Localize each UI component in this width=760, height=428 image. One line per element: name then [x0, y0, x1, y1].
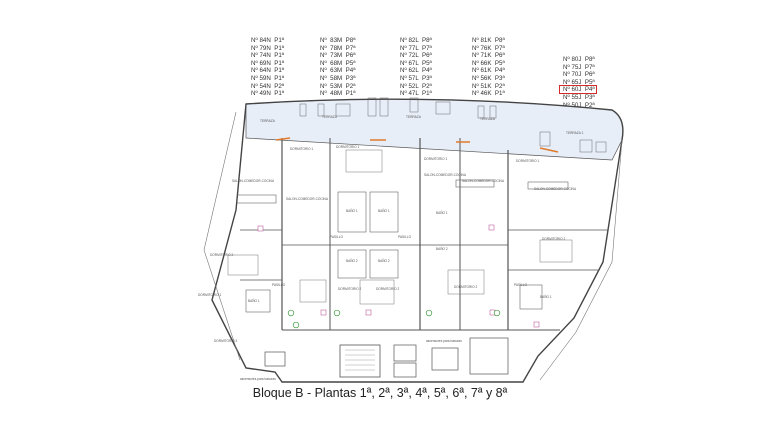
- unit-entry: Nº 46K P1ª: [472, 90, 505, 98]
- label-pasillo-m: PASILLO: [330, 235, 344, 239]
- label-salon-k: SALON-COMEDOR-COCINA: [462, 179, 505, 183]
- unit-entry: Nº 62L P4ª: [400, 67, 432, 75]
- unit-entry: Nº 66K P5ª: [472, 59, 505, 67]
- unit-entry: Nº 69N P1ª: [251, 59, 285, 67]
- plan-caption: Bloque B - Plantas 1ª, 2ª, 3ª, 4ª, 5ª, 6…: [252, 386, 508, 400]
- unit-entry: Nº 77L P7ª: [400, 44, 432, 52]
- selected-unit-highlight: [559, 85, 597, 94]
- label-terraza-1: TERRAZA 1: [566, 131, 584, 135]
- west-balcony-edge: [203, 111, 241, 361]
- label-salon-n: SALON-COMEDOR-COCINA: [232, 179, 275, 183]
- unit-entry: Nº 56K P3ª: [472, 74, 505, 82]
- label-dormitorio-2-l: DORMITORIO 2: [376, 287, 400, 291]
- unit-entry: Nº 76K P7ª: [472, 44, 505, 52]
- unit-entry: Nº 57L P3ª: [400, 74, 432, 82]
- label-salon-m: SALON-COMEDOR-COCINA: [286, 197, 329, 201]
- unit-entry: Nº 61K P4ª: [472, 67, 505, 75]
- unit-entry: Nº 81K P8ª: [472, 37, 505, 44]
- building-outline: [211, 98, 624, 383]
- unit-entry: Nº 71K P6ª: [472, 52, 505, 60]
- label-salon-l: SALON-COMEDOR-COCINA: [424, 173, 467, 177]
- unit-entry: Nº 72L P6ª: [400, 52, 432, 60]
- unit-entry: Nº 84N P1ª: [251, 37, 285, 44]
- label-bano-1-l: BAÑO 1: [378, 208, 390, 213]
- label-bano-1-n: BAÑO 1: [248, 298, 260, 303]
- stair-core: [264, 337, 509, 378]
- label-bano-2-k: BAÑO 2: [436, 246, 448, 251]
- label-dormitorio-3-n: DORMITORIO 3: [214, 339, 238, 343]
- label-dormitorio-1-l: DORMITORIO 1: [336, 145, 360, 149]
- unit-entry: Nº 49N P1ª: [251, 90, 285, 98]
- unit-entry: Nº 78M P7ª: [320, 44, 356, 52]
- label-dormitorio-1-j: DORMITORIO 1: [516, 159, 540, 163]
- label-dormitorio-2-k: DORMITORIO 2: [454, 285, 478, 289]
- label-pasillo-j: PASILLO: [514, 283, 528, 287]
- unit-entry: Nº 83M P8ª: [320, 37, 356, 44]
- unit-entry: Nº 82L P8ª: [400, 37, 432, 44]
- unit-entry: Nº 73M P6ª: [320, 52, 356, 60]
- label-dormitorio-1-n: DORMITORIO 1: [198, 293, 222, 297]
- unit-entry: Nº 79N P1ª: [251, 44, 285, 52]
- unit-entry: Nº 58M P3ª: [320, 74, 356, 82]
- label-dormitorio-1-m: DORMITORIO 1: [290, 147, 314, 151]
- label-salon-j: SALON-COMEDOR-COCINA: [534, 187, 577, 191]
- unit-entry: Nº 54N P2ª: [251, 82, 285, 90]
- label-dormitorio-2-n: DORMITORIO 2: [210, 253, 234, 257]
- unit-entry: Nº 55J P3ª: [563, 93, 595, 101]
- unit-entry: Nº 52L P2ª: [400, 82, 432, 90]
- accessibility-markers: [257, 224, 540, 329]
- unit-entry: Nº 75J P7ª: [563, 63, 595, 71]
- unit-entry: Nº 68M P5ª: [320, 59, 356, 67]
- unit-entry: Nº 51K P2ª: [472, 82, 505, 90]
- label-pasillo-l: PASILLO: [398, 235, 412, 239]
- label-bano-1-j: BAÑO 1: [540, 294, 552, 299]
- room-labels: TERRAZA TERRAZA TERRAZA TERRAZA TERRAZA …: [198, 115, 584, 381]
- unit-entry: Nº 74N P1ª: [251, 52, 285, 60]
- unit-entry: Nº 59N P1ª: [251, 74, 285, 82]
- label-pasillo-n: PASILLO: [272, 283, 286, 287]
- unit-entry: Nº 50J P2ª: [563, 101, 595, 109]
- unit-entry: Nº 60J P4ª: [563, 86, 595, 94]
- label-dormitorio-1-k: DORMITORIO 1: [424, 157, 448, 161]
- label-ascensores-basuras-2: ascensores para basuras: [240, 377, 276, 381]
- door-marks: [275, 137, 559, 153]
- label-dormitorio-2-m: DORMITORIO 2: [338, 287, 362, 291]
- unit-entry: Nº 53M P2ª: [320, 82, 356, 90]
- east-balcony-edge: [539, 139, 623, 381]
- unit-entry: Nº 70J P6ª: [563, 71, 595, 79]
- label-bano-1-k: BAÑO 1: [436, 210, 448, 215]
- terrace-furniture: [299, 97, 607, 153]
- unit-entry: Nº 63M P4ª: [320, 67, 356, 75]
- unit-entry: Nº 48M P1ª: [320, 90, 356, 98]
- unit-entry: Nº 47L P1ª: [400, 90, 432, 98]
- label-terraza-l: TERRAZA: [406, 115, 422, 119]
- label-terraza-k: TERRAZA: [480, 117, 496, 121]
- label-bano-2-m: BAÑO 2: [346, 258, 358, 263]
- label-ascensores-basuras: ascensores para basuras: [426, 339, 462, 343]
- label-terraza-m: TERRAZA: [322, 115, 338, 119]
- unit-entry: Nº 80J P8ª: [563, 56, 595, 63]
- unit-entry: Nº 67L P5ª: [400, 59, 432, 67]
- unit-entry: Nº 64N P1ª: [251, 67, 285, 75]
- label-terraza-n: TERRAZA: [260, 119, 276, 123]
- label-bano-1-m: BAÑO 1: [346, 208, 358, 213]
- interior-walls: [225, 138, 610, 331]
- label-dormitorio-2-j: DORMITORIO 2: [542, 237, 566, 241]
- unit-entry: Nº 65J P5ª: [563, 78, 595, 86]
- label-bano-2-l: BAÑO 2: [378, 258, 390, 263]
